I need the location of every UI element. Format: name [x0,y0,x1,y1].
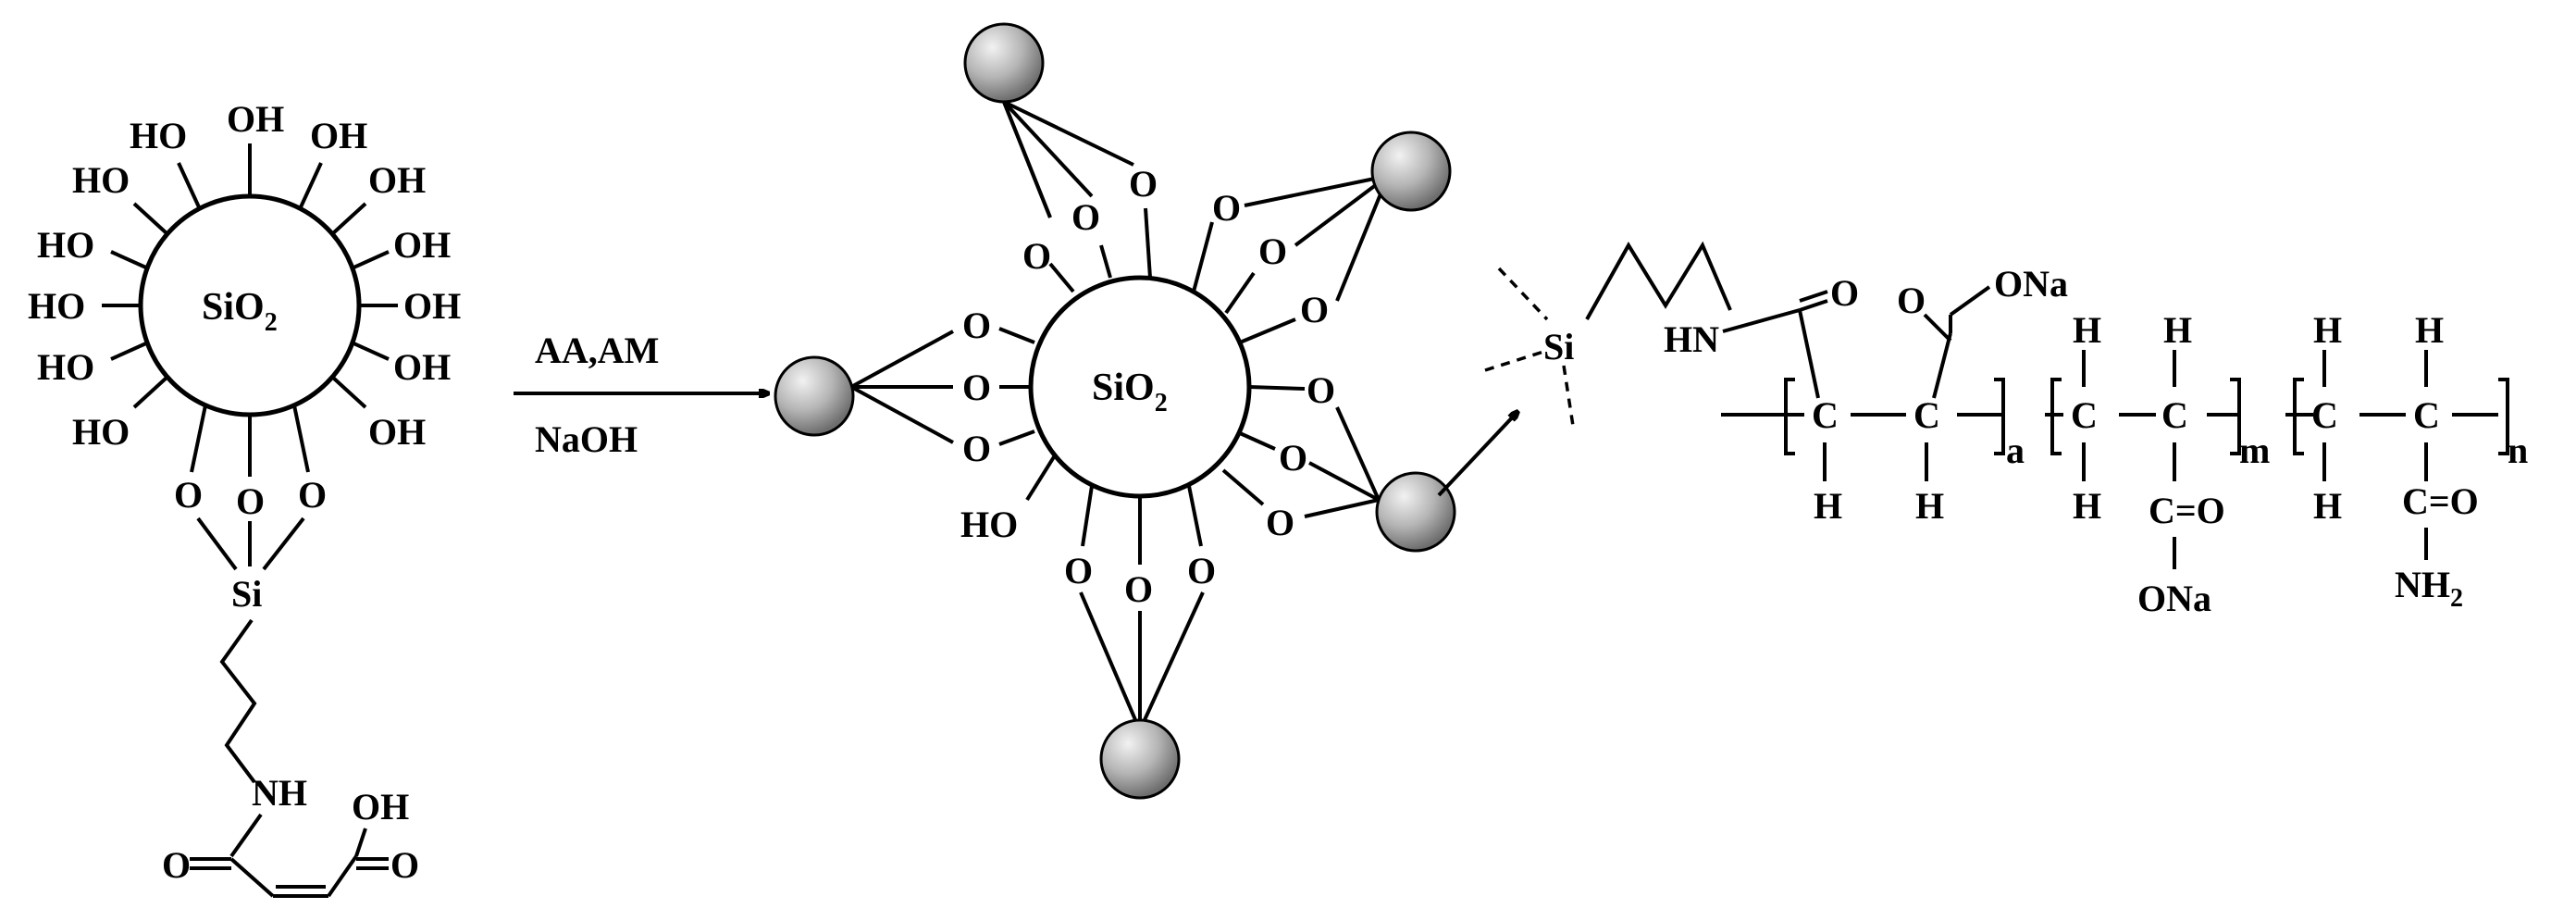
hydrogen-label: H [2073,485,2101,527]
oxygen-label: O [298,474,327,516]
oh-label: OH [227,98,284,140]
oxygen-label: O [236,480,265,522]
carbonyl-o-right: O [390,844,419,886]
oxygen-label: O [1307,369,1335,411]
sio2-core-label: SiO2 [1092,367,1168,417]
oxygen-label: O [1258,230,1287,272]
nh2-label: NH2 [2395,564,2463,613]
ho-label: HO [72,411,130,453]
carbon-label: C [2161,394,2188,436]
hydroxyl-bonds [102,143,398,409]
polymer-sphere [1099,718,1181,800]
hydrogen-label: H [2415,309,2444,351]
sio2-core-label: SiO2 [202,286,278,337]
hydrogen-label: H [2073,309,2101,351]
ho-label: HO [130,115,187,156]
oxygen-label: O [962,305,991,346]
oxygen-label: O [1064,550,1093,591]
propyl-chain [219,618,257,784]
oxygen-label: O [1212,187,1241,229]
hydrogen-label: H [1915,485,1944,527]
oxygen-label: O [1279,437,1307,479]
amide-hn-label: HN [1664,318,1719,360]
siloxane-bonds [190,404,310,571]
polymer-sphere [774,355,855,437]
bracket-n-left [2293,378,2304,455]
bracket-m-left [2050,378,2062,455]
carboxylate-label: C=O [2149,490,2225,531]
oxygen-label: O [1300,289,1329,330]
oh-label: OH [403,285,461,327]
carbon-label: C [2071,394,2098,436]
reactant-particle: SiO2 OH HO OH HO OH HO OH HO OH HO OH HO [28,98,461,898]
ho-label: HO [37,346,94,388]
polymer-sphere [1370,131,1452,212]
oh-label: OH [393,346,451,388]
oxygen-label: O [174,474,203,516]
bottom-link [1079,485,1205,723]
hydrogen-label: H [1814,485,1842,527]
polymer-sphere [1375,471,1456,553]
carbonyl-o-label: O [1897,280,1926,321]
reagents-bottom-label: NaOH [535,418,638,460]
hydrogen-label: H [2313,309,2342,351]
silicon-label: Si [1543,326,1574,367]
propyl-linker [1585,241,1732,320]
bracket-a-left [1784,378,1795,455]
right-link [1221,385,1381,518]
hydroxyl-bond [1025,454,1057,502]
upper-right-link [1192,174,1390,344]
amide-co-label: C=O [2402,480,2479,522]
oxygen-label: O [1124,568,1153,610]
carbon-label: C [2413,394,2440,436]
subscript-a: a [2006,429,2025,471]
ona-top-label: ONa [1994,263,2068,305]
carbonyl-o-left: O [162,844,191,886]
carbon-label: C [2311,394,2338,436]
bracket-a-right [1994,378,2005,455]
bracket-n-right [2498,378,2509,455]
oxygen-label: O [1071,196,1100,238]
ho-label: HO [37,224,94,266]
oxygen-label: O [962,428,991,469]
left-link [850,327,1035,446]
hydrogen-label: H [2313,485,2342,527]
top-link [1002,100,1152,293]
maleamic-acid [190,813,389,898]
ho-label: HO [28,285,85,327]
ho-label: HO [72,159,130,201]
carbon-label: C [1812,394,1839,436]
subscript-m: m [2239,429,2270,471]
subscript-n: n [2508,429,2528,471]
polymer-sphere [963,22,1045,104]
oh-label: OH [393,224,451,266]
oxygen-label: O [1266,502,1294,543]
oxygen-label: O [1187,550,1216,591]
oxygen-label: O [1022,235,1051,277]
amide-nh-label: NH [252,772,307,814]
hydrogen-label: H [2163,309,2192,351]
carbon-label: C [1913,394,1940,436]
product-particle: SiO2 O O O O O O [774,22,1456,800]
ona-bottom-label: ONa [2137,578,2211,619]
reagents-top-label: AA,AM [535,330,659,371]
bracket-m-right [2230,378,2241,455]
oxygen-label: O [1129,163,1158,205]
oxygen-label: O [962,367,991,408]
reaction-arrow: AA,AM NaOH [514,330,768,460]
oh-label: OH [368,411,426,453]
ho-label: HO [960,504,1018,545]
silicon-label: Si [231,573,262,615]
zoom-arrow [1437,412,1517,497]
oh-label: OH [310,115,367,156]
carbonyl-o-label: O [1830,272,1859,314]
acid-oh-label: OH [352,786,409,828]
oh-label: OH [368,159,426,201]
polymer-chain: Si HN O ONa O a m n C [1484,241,2528,619]
